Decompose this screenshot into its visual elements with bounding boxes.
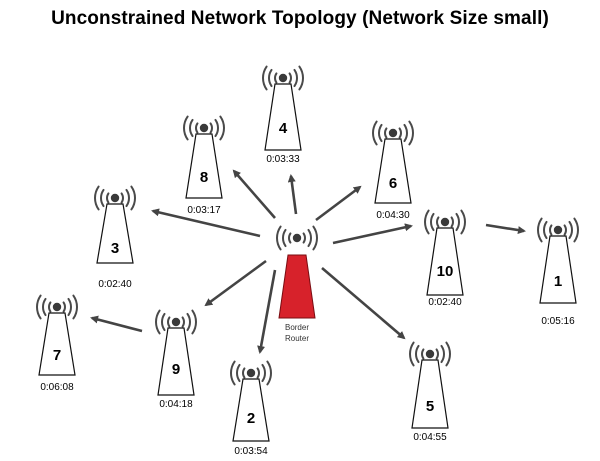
antenna-signal-icon xyxy=(372,120,414,146)
node-9: 9 0:04:18 xyxy=(155,309,197,410)
border-router-label-2: Router xyxy=(285,334,309,343)
link-arrow-10-to-1 xyxy=(485,223,526,235)
tower-body xyxy=(411,359,449,429)
antenna-signal-icon xyxy=(262,65,304,91)
link-arrow-br-to-4 xyxy=(287,174,298,215)
nodes-layer: 4 0:03:33 8 0:03:17 6 0:04:30 3 0:02:40 10 0:02:4… xyxy=(36,65,579,457)
antenna-signal-icon xyxy=(94,185,136,211)
tower-body xyxy=(96,203,134,264)
node-5: 5 0:04:55 xyxy=(409,341,451,443)
link-arrow-br-to-9 xyxy=(204,259,267,307)
border-router-label-1: Border xyxy=(285,323,309,332)
diagram-title: Unconstrained Network Topology (Network … xyxy=(51,8,549,29)
antenna-tower-icon xyxy=(276,225,318,251)
node-number: 5 xyxy=(426,398,434,415)
tower-body xyxy=(232,378,270,442)
antenna-signal-icon xyxy=(230,360,272,386)
node-2: 2 0:03:54 xyxy=(230,360,272,457)
border-router-tower xyxy=(278,254,316,319)
link-arrow-br-to-8 xyxy=(232,169,276,219)
node-number: 4 xyxy=(279,120,288,137)
node-number: 9 xyxy=(172,361,180,378)
node-time: 0:04:30 xyxy=(376,210,410,221)
tower-body xyxy=(157,327,195,396)
antenna-signal-icon xyxy=(409,341,451,367)
tower-body xyxy=(264,83,302,151)
node-time: 0:05:16 xyxy=(541,316,575,327)
antenna-signal-icon xyxy=(183,115,225,141)
node-time: 0:02:40 xyxy=(98,279,132,290)
link-arrow-9-to-7 xyxy=(90,315,143,333)
antenna-signal-icon xyxy=(155,309,197,335)
link-arrow-br-to-10 xyxy=(332,223,413,245)
node-10: 10 0:02:40 xyxy=(424,209,466,308)
node-6: 6 0:04:30 xyxy=(372,120,414,221)
node-time: 0:06:08 xyxy=(40,382,74,393)
node-number: 7 xyxy=(53,347,61,364)
node-3: 3 0:02:40 xyxy=(94,185,136,290)
node-time: 0:03:33 xyxy=(266,154,300,165)
link-arrow-br-to-3 xyxy=(151,208,261,238)
node-number: 2 xyxy=(247,410,255,427)
antenna-signal-icon xyxy=(36,294,78,320)
node-time: 0:04:18 xyxy=(159,399,193,410)
node-7: 7 0:06:08 xyxy=(36,294,78,393)
tower-body xyxy=(38,312,76,376)
tower-body xyxy=(374,138,412,204)
node-time: 0:03:54 xyxy=(234,446,268,457)
tower-body xyxy=(185,133,223,199)
node-number: 1 xyxy=(554,273,562,290)
node-number: 3 xyxy=(111,240,119,257)
node-4: 4 0:03:33 xyxy=(262,65,304,165)
link-arrow-br-to-6 xyxy=(315,185,362,222)
antenna-signal-icon xyxy=(424,209,466,235)
node-number: 8 xyxy=(200,169,208,186)
node-time: 0:02:40 xyxy=(428,297,462,308)
node-time: 0:03:17 xyxy=(187,205,221,216)
node-time: 0:04:55 xyxy=(413,432,447,443)
links-layer xyxy=(90,169,526,354)
node-1: 1 0:05:16 xyxy=(537,217,579,327)
tower-body xyxy=(426,227,464,296)
node-number: 6 xyxy=(389,175,397,192)
link-arrow-br-to-5 xyxy=(321,267,406,340)
node-number: 10 xyxy=(437,263,454,280)
link-arrow-br-to-2 xyxy=(257,269,277,354)
antenna-signal-icon xyxy=(537,217,579,243)
node-8: 8 0:03:17 xyxy=(183,115,225,216)
tower-body xyxy=(539,235,577,304)
